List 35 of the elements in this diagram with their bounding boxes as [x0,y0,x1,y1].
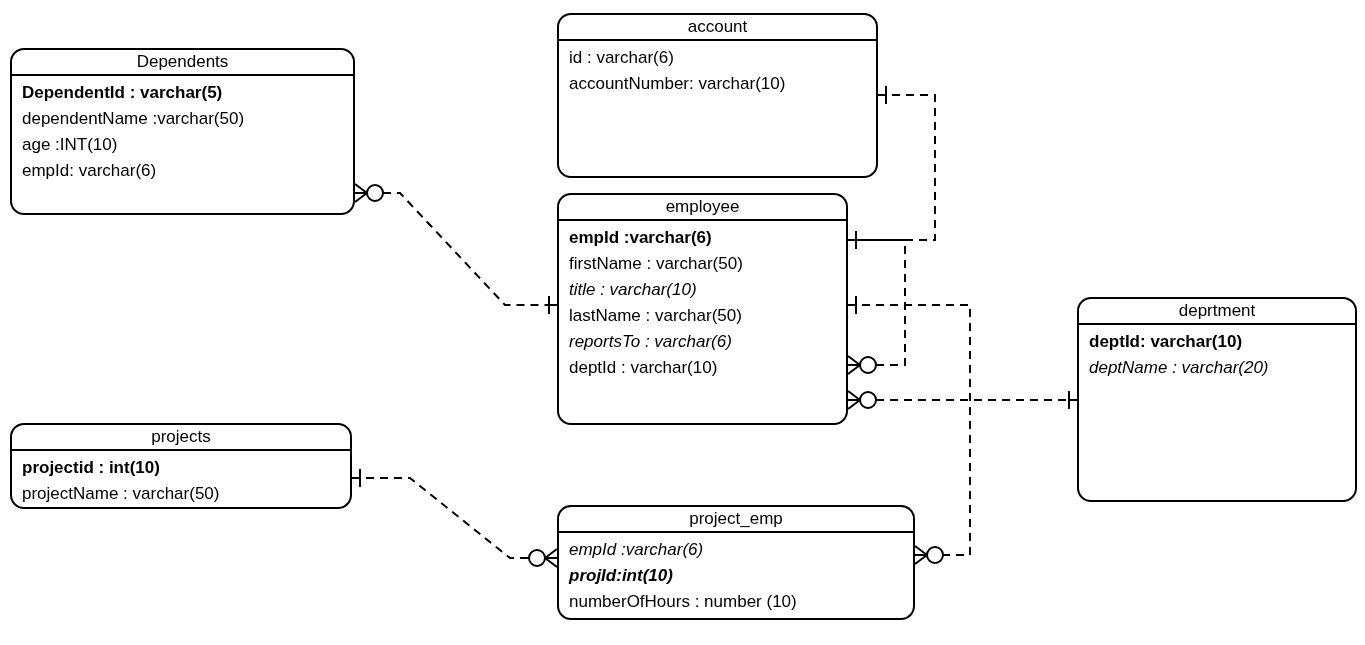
entity-table [557,505,915,620]
field-text: deptId: varchar(10) [1089,331,1243,353]
field-text: numberOfHours : number (10) [569,591,797,613]
field-text: projectid : int(10) [22,457,160,479]
field-text: empId :varchar(6) [569,227,712,249]
field-text: reportsTo : varchar(6) [569,331,732,353]
field-text: deptName : varchar(20) [1089,357,1269,379]
entity-table [557,193,848,425]
table-title: Dependents [136,52,229,72]
table-title: account [687,17,748,37]
relationship-line [351,468,558,568]
field-text: lastName : varchar(50) [569,305,742,327]
field-text: projectName : varchar(50) [22,483,220,505]
table-title: projects [151,427,211,447]
field-text: id : varchar(6) [569,47,674,69]
entity-table [10,48,355,215]
table-title: deprtment [1178,301,1256,321]
relationship-line [847,390,1078,410]
field-text: empId: varchar(6) [22,160,157,182]
field-text: firstName : varchar(50) [569,253,743,275]
table-title: employee [665,197,740,217]
entity-table [10,423,352,509]
field-text: projId:int(10) [569,565,673,587]
field-text: age :INT(10) [22,134,118,156]
table-title: project_emp [689,509,783,529]
relationship-line [354,183,558,315]
relationship-line [847,295,971,565]
field-text: DependentId : varchar(5) [22,82,223,104]
field-text: title : varchar(10) [569,279,697,301]
entity-table [1077,297,1357,502]
field-text: deptId : varchar(10) [569,357,718,379]
field-text: dependentName :varchar(50) [22,108,245,130]
field-text: accountNumber: varchar(10) [569,73,786,95]
entity-table [557,13,878,178]
field-text: empId :varchar(6) [569,539,704,561]
